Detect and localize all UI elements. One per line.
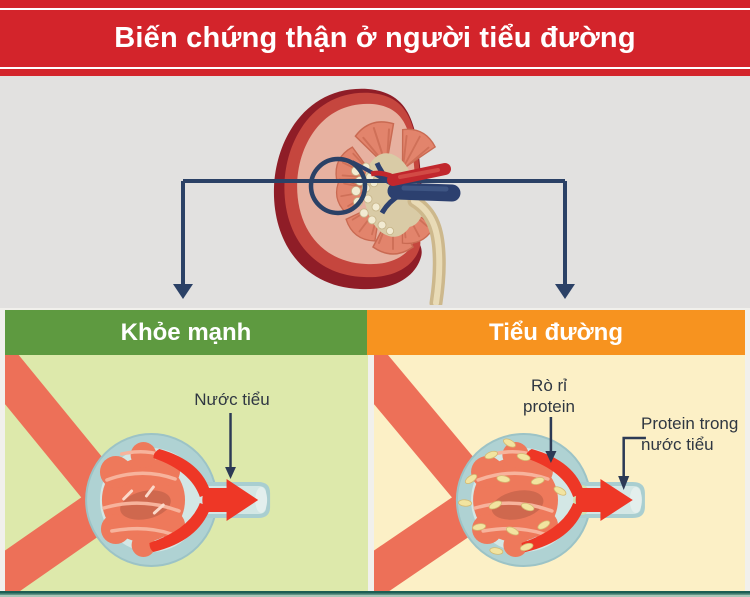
highlight-circle: [308, 156, 368, 216]
glomerulus: [99, 442, 186, 557]
left-connector-arrow: [173, 181, 193, 299]
filtrate-arrow: [521, 449, 633, 552]
healthy-glomerulus-illustration: [5, 355, 271, 591]
title-banner: Biến chứng thận ở người tiểu đường: [0, 0, 750, 76]
protein-in-urine-label: Protein trong nước tiểu: [641, 414, 739, 455]
filtrate-arrow: [149, 449, 259, 552]
protein-droplets: [458, 438, 567, 555]
healthy-header: Khỏe mạnh: [5, 310, 367, 355]
title-banner-frame: Biến chứng thận ở người tiểu đường: [0, 8, 750, 69]
diabetes-header: Tiểu đường: [367, 310, 745, 355]
diabetes-glomerulus-illustration: [374, 355, 646, 591]
protein-in-urine-label-arrow: [618, 436, 646, 490]
protein-leak-label-arrow: [545, 417, 557, 463]
urine-label-arrow: [225, 413, 236, 479]
infographic-title: Biến chứng thận ở người tiểu đường: [114, 22, 636, 54]
ureter: [407, 194, 446, 305]
renal-artery: [370, 163, 451, 186]
kidney-diagram: [173, 88, 575, 305]
bottom-border: [0, 591, 750, 597]
healthy-panel: Nước tiểu: [5, 355, 368, 591]
protein-leak-label: Rò rỉ protein: [523, 376, 575, 417]
urine-label: Nước tiểu: [194, 390, 270, 409]
diabetes-panel: Rò rỉ protein Protein trong nước tiểu: [374, 355, 745, 591]
right-connector-arrow: [555, 181, 575, 299]
